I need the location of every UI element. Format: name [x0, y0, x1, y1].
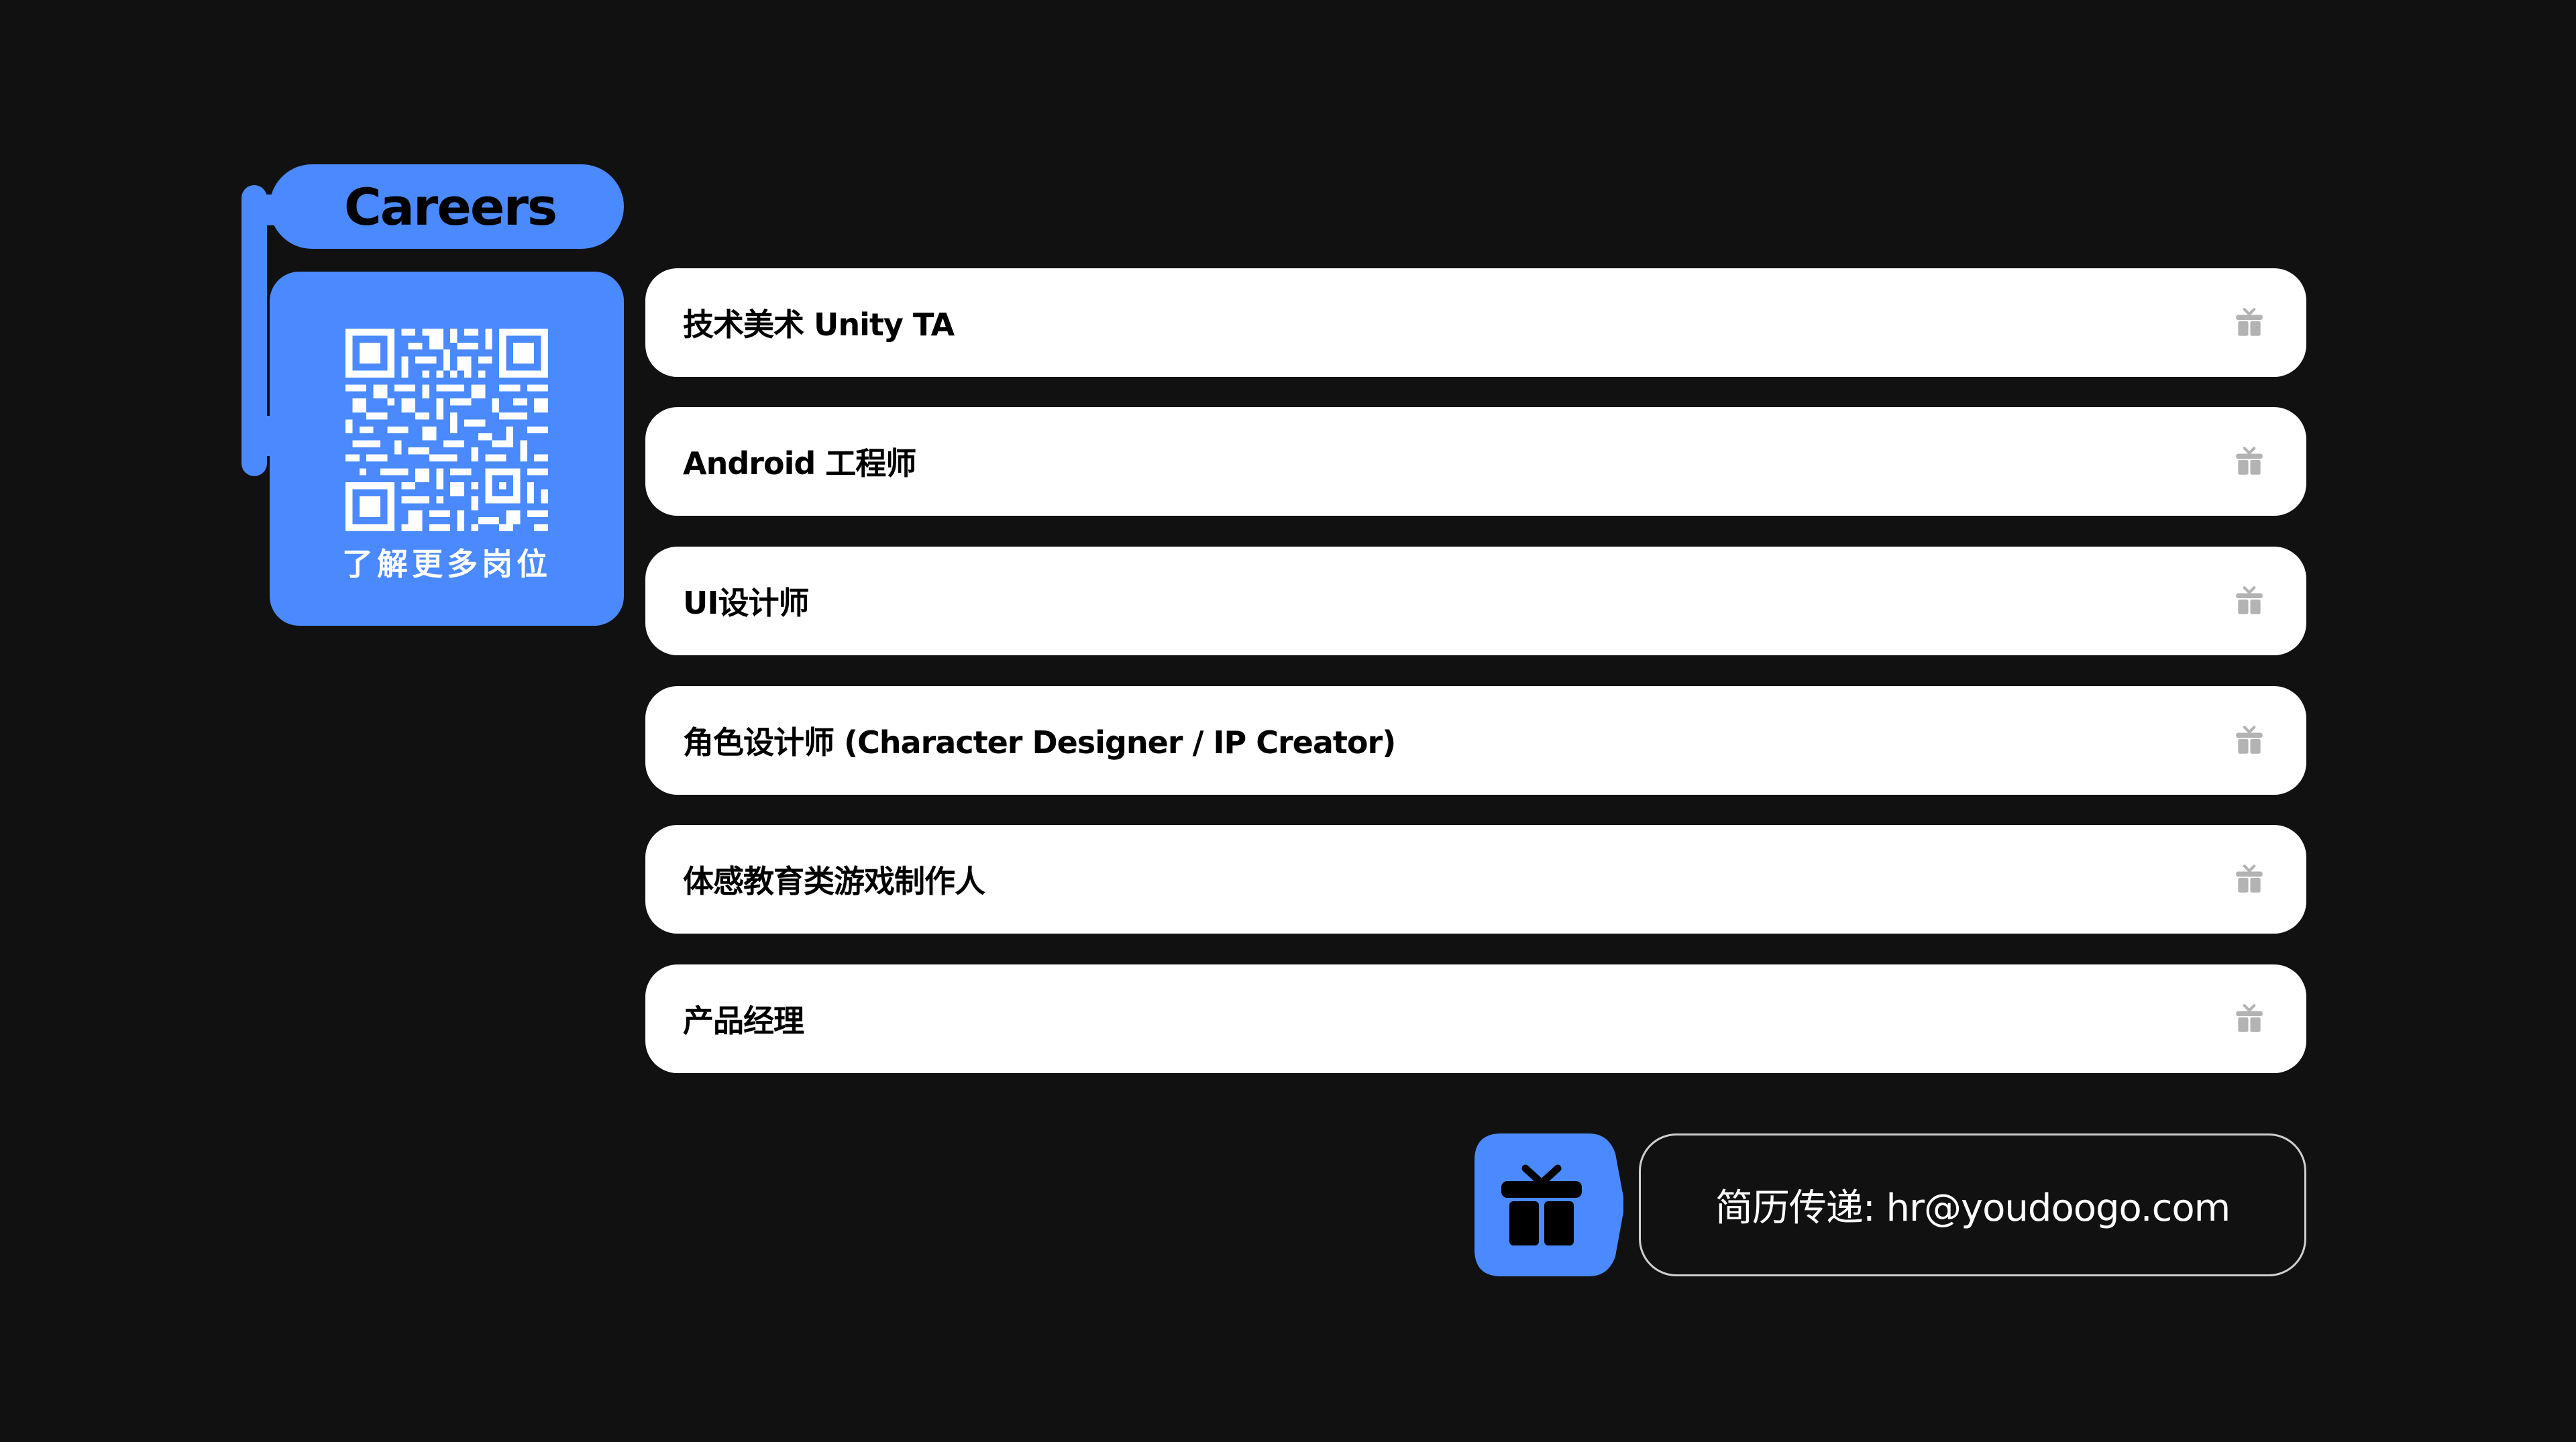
job-title: 角色设计师 (Character Designer / IP Creator): [683, 724, 1396, 761]
gift-icon: [2236, 1004, 2263, 1032]
gift-icon: [2236, 447, 2263, 475]
careers-header: Careers: [270, 164, 624, 249]
job-row-ui-designer[interactable]: UI设计师: [645, 547, 2306, 655]
qr-code-icon[interactable]: [345, 329, 548, 531]
qr-caption: 了解更多岗位: [342, 546, 551, 582]
gift-icon: [1474, 1133, 1623, 1276]
job-row-unity-ta[interactable]: 技术美术 Unity TA: [645, 268, 2306, 377]
gift-icon: [2236, 586, 2263, 614]
job-title: 技术美术 Unity TA: [683, 307, 955, 343]
resume-email[interactable]: 简历传递: hr@youdoogo.com: [1639, 1133, 2306, 1276]
gift-icon: [2236, 726, 2263, 754]
job-title: 产品经理: [683, 1003, 804, 1039]
job-row-character-designer[interactable]: 角色设计师 (Character Designer / IP Creator): [645, 686, 2306, 795]
qr-card[interactable]: 了解更多岗位: [270, 272, 624, 626]
job-row-game-producer[interactable]: 体感教育类游戏制作人: [645, 825, 2306, 934]
gift-icon: [2236, 308, 2263, 336]
page-title: Careers: [343, 176, 557, 237]
job-title: 体感教育类游戏制作人: [683, 863, 985, 899]
job-row-android[interactable]: Android 工程师: [645, 407, 2306, 516]
contact-tag: [1474, 1133, 1623, 1276]
job-row-product-manager[interactable]: 产品经理: [645, 964, 2306, 1073]
job-title: Android 工程师: [683, 445, 916, 482]
gift-icon: [2236, 865, 2263, 893]
email-text[interactable]: 简历传递: hr@youdoogo.com: [1715, 1186, 2231, 1230]
job-title: UI设计师: [683, 585, 809, 621]
